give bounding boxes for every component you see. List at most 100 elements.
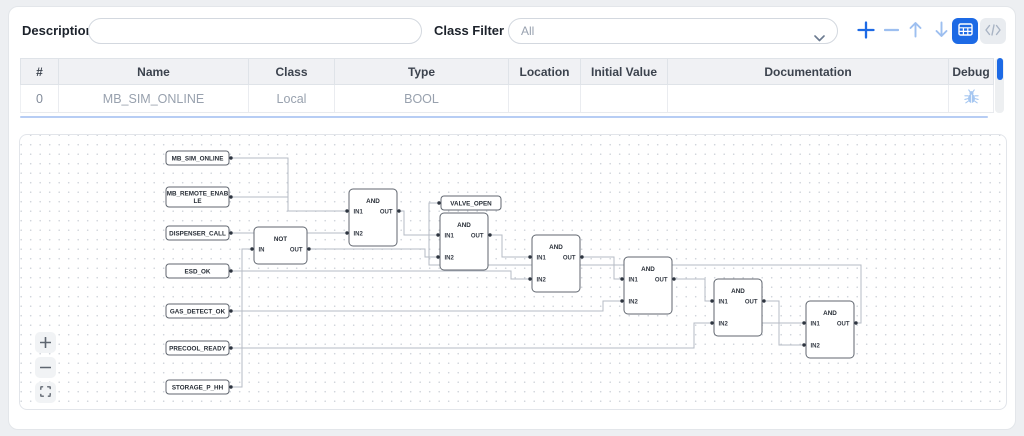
node-STORAGE_P_HH[interactable] (165, 379, 230, 395)
table-horizontal-scrollbar[interactable] (20, 116, 988, 118)
node-MB_REMOTE_ENABLE[interactable] (165, 186, 230, 208)
block-label: IN2 (537, 278, 547, 284)
row-initial-value-cell[interactable] (581, 85, 668, 112)
table-row[interactable]: 0 MB_SIM_ONLINE Local BOOL (20, 85, 994, 113)
block-label: MB_REMOTE_ENAB (167, 191, 229, 198)
wire-storage-p-hh (229, 248, 251, 388)
port-MB_SIM_ONLINE-out (229, 156, 233, 160)
port-not-out (307, 247, 311, 251)
description-label: Description : (22, 23, 102, 38)
move-up-button[interactable] (907, 21, 923, 41)
arrow-up-icon (909, 21, 922, 41)
block-label: AND (366, 198, 380, 205)
node-and-gate-3[interactable] (531, 234, 581, 293)
node-and-gate-2[interactable] (439, 212, 489, 271)
column-header-initial-value[interactable]: Initial Value (581, 59, 668, 84)
block-label: IN1 (811, 322, 821, 328)
node-ESD_OK[interactable] (165, 263, 230, 279)
port-STORAGE_P_HH-out (229, 385, 233, 389)
add-row-button[interactable] (856, 20, 876, 41)
block-label: DISPENSER_CALL (169, 230, 226, 237)
row-location-cell[interactable] (509, 85, 581, 112)
class-filter-select[interactable]: All (508, 18, 838, 44)
column-header-name[interactable]: Name (59, 59, 249, 84)
row-documentation-cell[interactable] (668, 85, 949, 112)
block-label: OUT (745, 300, 758, 306)
fullscreen-icon (40, 385, 51, 400)
zoom-out-button[interactable] (35, 357, 56, 378)
node-GAS_DETECT_OK[interactable] (165, 303, 230, 319)
block-label: IN2 (629, 300, 639, 306)
row-num-cell: 0 (21, 85, 59, 112)
minus-icon (883, 21, 899, 42)
wire-and1-out (399, 210, 437, 236)
port-VALVE_OPEN-in (437, 201, 441, 205)
column-header-documentation[interactable]: Documentation (668, 59, 949, 84)
port-and6-in1 (802, 321, 806, 325)
wire-and3-out (582, 256, 621, 280)
row-class-cell[interactable]: Local (249, 85, 335, 112)
port-GAS_DETECT_OK-out (229, 309, 233, 313)
row-type-cell[interactable]: BOOL (335, 85, 509, 112)
table-view-icon (957, 23, 973, 39)
node-MB_SIM_ONLINE[interactable] (165, 150, 230, 166)
port-and5-out (762, 299, 766, 303)
node-and-gate-5[interactable] (713, 278, 763, 337)
column-header-num[interactable]: # (21, 59, 59, 84)
node-VALVE_OPEN[interactable] (440, 195, 502, 211)
node-and-gate-4[interactable] (623, 256, 673, 315)
block-label: IN2 (354, 232, 364, 238)
wire-gas-detect-ok (229, 300, 621, 312)
block-label: IN1 (354, 210, 364, 216)
node-and-gate-1[interactable] (348, 188, 398, 247)
bug-icon[interactable] (963, 88, 980, 109)
node-not-gate[interactable] (253, 226, 308, 265)
block-label: LE (193, 198, 201, 205)
code-view-button[interactable] (980, 18, 1006, 44)
code-view-icon (985, 23, 1001, 39)
variable-table-header: # Name Class Type Location Initial Value… (20, 58, 994, 85)
block-label: IN2 (811, 344, 821, 350)
port-ESD_OK-out (229, 269, 233, 273)
table-view-button[interactable] (952, 18, 978, 44)
port-PRECOOL_READY-out (229, 346, 233, 350)
port-and2-in1 (436, 233, 440, 237)
class-filter-label: Class Filter : (434, 23, 513, 38)
port-MB_REMOTE_ENABLE-out (229, 195, 233, 199)
column-header-type[interactable]: Type (335, 59, 509, 84)
fit-view-button[interactable] (35, 382, 56, 403)
port-not-in (250, 247, 254, 251)
node-and-gate-6[interactable] (805, 300, 855, 359)
class-filter-value: All (521, 24, 535, 38)
port-and2-in2 (436, 255, 440, 259)
wire-and2-out (490, 234, 529, 258)
block-label: OUT (290, 248, 303, 254)
column-header-debug[interactable]: Debug (952, 64, 990, 79)
port-and3-in2 (528, 277, 532, 281)
port-and3-in1 (528, 255, 532, 259)
block-label: OUT (471, 234, 484, 240)
table-vertical-scrollbar-track (995, 58, 1004, 113)
port-and1-in2 (345, 231, 349, 235)
node-PRECOOL_READY[interactable] (165, 340, 230, 356)
block-label: PRECOOL_READY (169, 345, 226, 352)
description-input[interactable] (88, 18, 422, 44)
port-and1-out (397, 209, 401, 213)
block-label: MB_SIM_ONLINE (172, 155, 224, 162)
zoom-in-button[interactable] (35, 332, 56, 353)
node-DISPENSER_CALL[interactable] (165, 225, 230, 241)
wire-and4-out (674, 278, 711, 302)
column-header-location[interactable]: Location (509, 59, 581, 84)
block-label: ESD_OK (185, 268, 211, 275)
row-name-cell[interactable]: MB_SIM_ONLINE (59, 85, 249, 112)
move-down-button[interactable] (933, 21, 949, 41)
table-vertical-scrollbar-thumb[interactable] (997, 58, 1003, 80)
column-header-class[interactable]: Class (249, 59, 335, 84)
block-label: IN1 (445, 234, 455, 240)
wire-mb-sim-online (229, 157, 346, 212)
remove-row-button[interactable] (882, 21, 900, 41)
port-and4-in2 (620, 299, 624, 303)
port-and4-out (672, 277, 676, 281)
